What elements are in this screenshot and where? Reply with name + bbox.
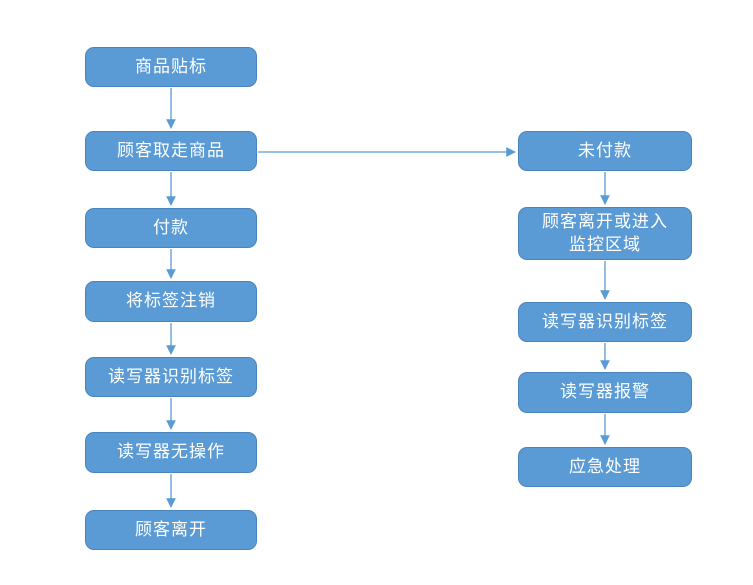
flow-node-customer-leaves: 顾客离开 xyxy=(85,510,257,550)
flow-node-reader-no-action: 读写器无操作 xyxy=(85,432,257,473)
flow-node-reader-alarm: 读写器报警 xyxy=(518,372,692,413)
flow-node-label-product: 商品贴标 xyxy=(85,47,257,87)
flow-node-deactivate-tag: 将标签注销 xyxy=(85,281,257,322)
flow-node-emergency-handling: 应急处理 xyxy=(518,447,692,487)
flow-node-unpaid: 未付款 xyxy=(518,131,692,171)
flow-node-reader-identifies-right: 读写器识别标签 xyxy=(518,302,692,342)
flow-node-enter-monitored-area: 顾客离开或进入 监控区域 xyxy=(518,207,692,260)
flow-node-customer-takes: 顾客取走商品 xyxy=(85,131,257,171)
flow-node-payment: 付款 xyxy=(85,208,257,248)
flow-node-reader-identifies: 读写器识别标签 xyxy=(85,357,257,397)
